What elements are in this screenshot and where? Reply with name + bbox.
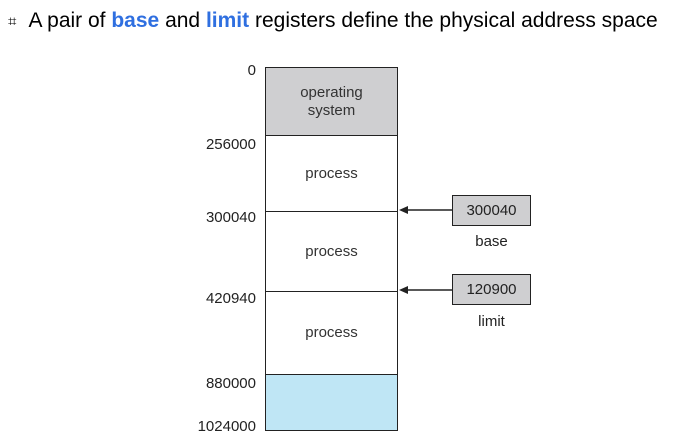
- bullet-icon: ⌗: [8, 12, 17, 30]
- headline-prefix: A pair of: [28, 9, 106, 32]
- process-segment: process: [266, 292, 397, 375]
- address-label: 880000: [205, 375, 256, 392]
- headline-text: A pair of base and limit registers defin…: [28, 9, 657, 33]
- headline-and: and: [165, 9, 201, 32]
- address-label: 256000: [205, 136, 256, 153]
- process-label: process: [305, 242, 358, 260]
- address-label: 300040: [205, 209, 256, 226]
- headline: ⌗ A pair of base and limit registers def…: [8, 6, 658, 36]
- free-memory-segment: [266, 375, 397, 430]
- address-label: 0: [247, 62, 256, 79]
- address-label: 420940: [205, 290, 256, 307]
- limit-register: 120900: [452, 274, 531, 305]
- address-label: 1024000: [197, 418, 256, 435]
- process-segment: process: [266, 136, 397, 212]
- headline-suffix: registers define the physical address sp…: [254, 9, 658, 32]
- os-label-line2: system: [307, 101, 356, 119]
- process-segment: process: [266, 212, 397, 292]
- os-label-line1: operating: [300, 83, 363, 101]
- base-register: 300040: [452, 195, 531, 226]
- process-label: process: [305, 164, 358, 182]
- process-label: process: [305, 324, 358, 341]
- os-segment: operating system: [266, 68, 397, 136]
- limit-arrow-head: [399, 286, 408, 294]
- base-arrow-head: [399, 206, 408, 214]
- base-register-label: base: [475, 233, 508, 250]
- keyword-base: base: [111, 9, 160, 32]
- memory-diagram: operating system process process process: [265, 67, 398, 431]
- keyword-limit: limit: [205, 9, 250, 32]
- limit-register-label: limit: [478, 313, 505, 330]
